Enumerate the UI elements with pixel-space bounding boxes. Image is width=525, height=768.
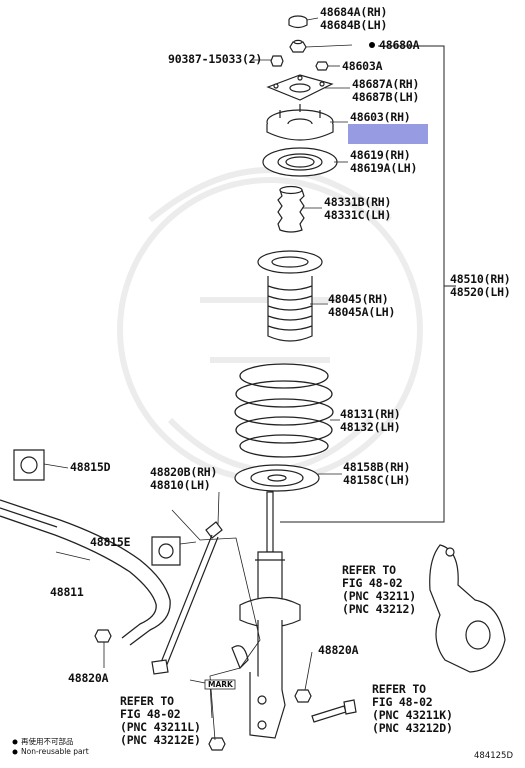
refer-br-line2: FIG 48-02 (372, 695, 433, 709)
dust-boot-48045 (257, 250, 323, 342)
refer-top-line3: (PNC 43211) (342, 589, 416, 603)
refer-br-line3: (PNC 43211K) (372, 708, 453, 722)
plate-48687 (266, 74, 334, 101)
refer-top-line4: (PNC 43212) (342, 602, 416, 616)
legend-english: Non-reusable part (21, 747, 89, 756)
refer-bl-line2: FIG 48-02 (120, 707, 181, 721)
label-48510: 48510(RH) (450, 272, 511, 286)
leader-lines (43, 17, 353, 741)
bushing-48815e (151, 536, 181, 566)
figure-id: 484125D (474, 751, 513, 761)
bearing-48619 (262, 147, 338, 177)
steering-knuckle (429, 544, 506, 673)
label-48603a: 48603A (342, 59, 383, 73)
mark-label: MARK (208, 680, 233, 689)
nut-48820a-left (94, 629, 112, 643)
refer-br-line4: (PNC 43212D) (372, 721, 453, 735)
refer-top-line1: REFER TO (342, 563, 396, 577)
refer-bl-line4: (PNC 43212E) (120, 733, 201, 747)
coil-spring-48131 (234, 363, 334, 458)
label-90387: 90387-15033(2) (168, 52, 263, 66)
washer-48603a (315, 61, 329, 71)
support-48603 (266, 104, 334, 141)
label-48045: 48045(RH) (328, 292, 389, 306)
label-48045a: 48045A(LH) (328, 305, 396, 319)
bushing-48815d (13, 449, 45, 481)
stabilizer-bar-48811 (0, 499, 171, 646)
label-48684b: 48684B(LH) (320, 18, 388, 32)
label-48331b: 48331B(RH) (324, 195, 392, 209)
refer-bl-line3: (PNC 43211L) (120, 720, 201, 734)
label-48684a: 48684A(RH) (320, 5, 388, 19)
label-48131: 48131(RH) (340, 407, 401, 421)
refer-bl-line1: REFER TO (120, 694, 174, 708)
nut-48820a-right (294, 689, 312, 703)
refer-br-line1: REFER TO (372, 682, 426, 696)
label-48158b: 48158B(RH) (343, 460, 411, 474)
label-48331c: 48331C(LH) (324, 208, 392, 222)
shock-absorber (231, 491, 301, 739)
non-reusable-dot-icon (12, 739, 18, 745)
cap-48684 (288, 15, 308, 29)
nut-48680a-mark-icon (369, 42, 375, 48)
legend-japanese: 再使用不可部品 (21, 737, 74, 746)
label-48811: 48811 (50, 585, 84, 599)
label-48687a: 48687A(RH) (352, 77, 420, 91)
label-48815d: 48815D (70, 460, 111, 474)
nut-48680a (289, 39, 307, 53)
bump-stopper-48331 (277, 185, 305, 233)
label-48687b: 48687B(LH) (352, 90, 420, 104)
label-48158c: 48158C(LH) (343, 473, 411, 487)
bolt (311, 699, 357, 723)
label-48810: 48810(LH) (150, 478, 211, 492)
label-48820a-right: 48820A (318, 643, 359, 657)
label-48820a-left: 48820A (68, 671, 109, 685)
insulator-48158 (234, 464, 320, 492)
nut-bottom (208, 737, 226, 751)
refer-top-line2: FIG 48-02 (342, 576, 403, 590)
label-48619: 48619(RH) (350, 148, 411, 162)
label-48520: 48520(LH) (450, 285, 511, 299)
label-48619a: 48619A(LH) (350, 161, 418, 175)
nut-90387 (270, 55, 284, 67)
label-48820b: 48820B(RH) (150, 465, 218, 479)
highlight-box (348, 124, 428, 144)
label-48132: 48132(LH) (340, 420, 401, 434)
non-reusable-dot-icon-2 (12, 749, 18, 755)
mark-box (204, 679, 236, 690)
label-48680a: 48680A (379, 38, 420, 52)
stabilizer-link-48820b (151, 521, 223, 675)
assembly-bracket-line (280, 45, 445, 523)
label-48815e: 48815E (90, 535, 131, 549)
label-48603: 48603(RH) (350, 110, 411, 124)
